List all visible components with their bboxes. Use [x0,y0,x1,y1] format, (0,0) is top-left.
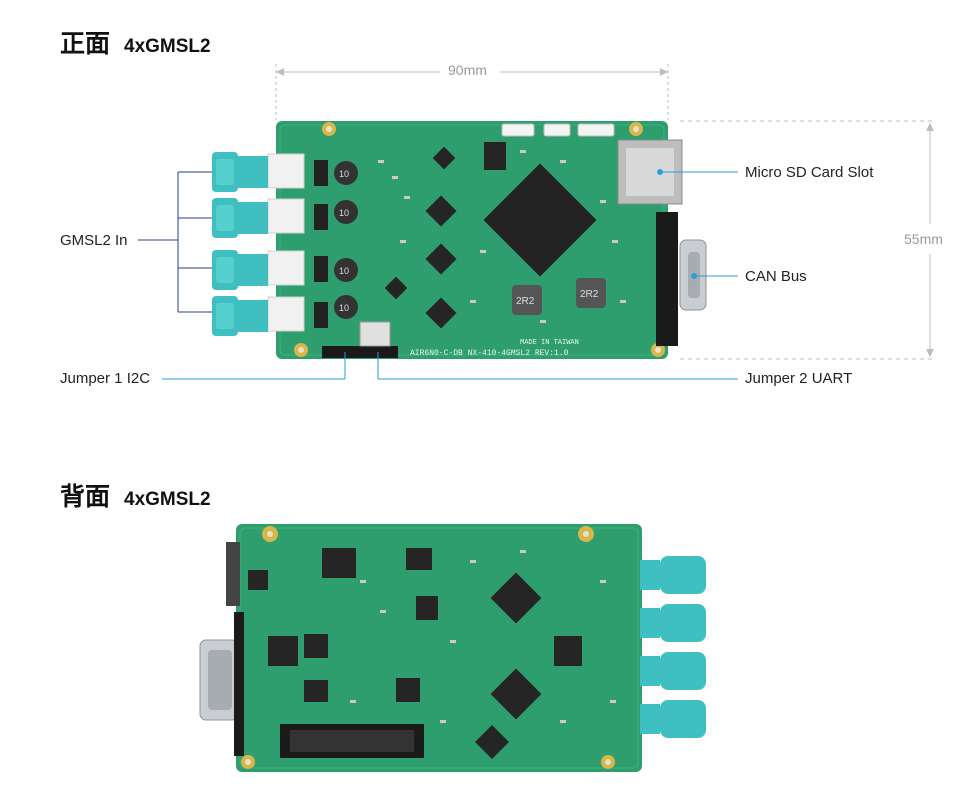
inductor-label-3: 10 [339,266,349,276]
inductor-label-5: 2R2 [516,296,535,307]
board-silkscreen: AIR6N0-C-DB NX-410-4GMSL2 REV:1.0 [410,349,569,358]
top-connectors [501,123,615,137]
gmsl2-connectors [212,152,328,336]
front-heading: 正面 [60,29,111,58]
mounting-holes [294,122,665,357]
inductors [334,161,606,319]
leader-lines [162,169,738,380]
back-gmsl2-connectors [640,556,706,738]
width-dimension [275,64,669,120]
micro-sd-label: Micro SD Card Slot [745,164,874,181]
back-pcb [236,524,642,772]
can-bus-label: CAN Bus [745,268,807,285]
front-pcb [276,121,668,359]
back-smd-components [350,550,616,723]
gmsl2-in-label: GMSL2 In [60,232,128,249]
gmsl2-bracket [138,171,212,313]
jumper-headers [322,346,398,358]
jumper2-label: Jumper 2 UART [745,370,853,387]
height-dimension [680,120,935,360]
front-model: 4xGMSL2 [124,36,211,57]
board-made-in: MADE IN TAIWAN [520,339,579,347]
height-dimension-label: 55mm [904,231,943,247]
can-bus-header [656,212,678,346]
inductor-label-1: 10 [339,169,349,179]
jumper1-label: Jumper 1 I2C [60,370,151,387]
front-section-title: 正面 4xGMSL2 [60,24,211,60]
inductor-label-4: 10 [339,303,349,313]
back-heading: 背面 [60,482,111,511]
back-section-title: 背面 4xGMSL2 [60,477,211,513]
smd-components [378,150,626,323]
back-mounting-holes [241,526,615,769]
inductor-label-6: 2R2 [580,289,599,300]
inductor-label-2: 10 [339,208,349,218]
width-dimension-label: 90mm [448,62,487,78]
back-chips [248,548,582,759]
back-sd-slot [226,542,240,606]
back-model: 4xGMSL2 [124,489,211,510]
